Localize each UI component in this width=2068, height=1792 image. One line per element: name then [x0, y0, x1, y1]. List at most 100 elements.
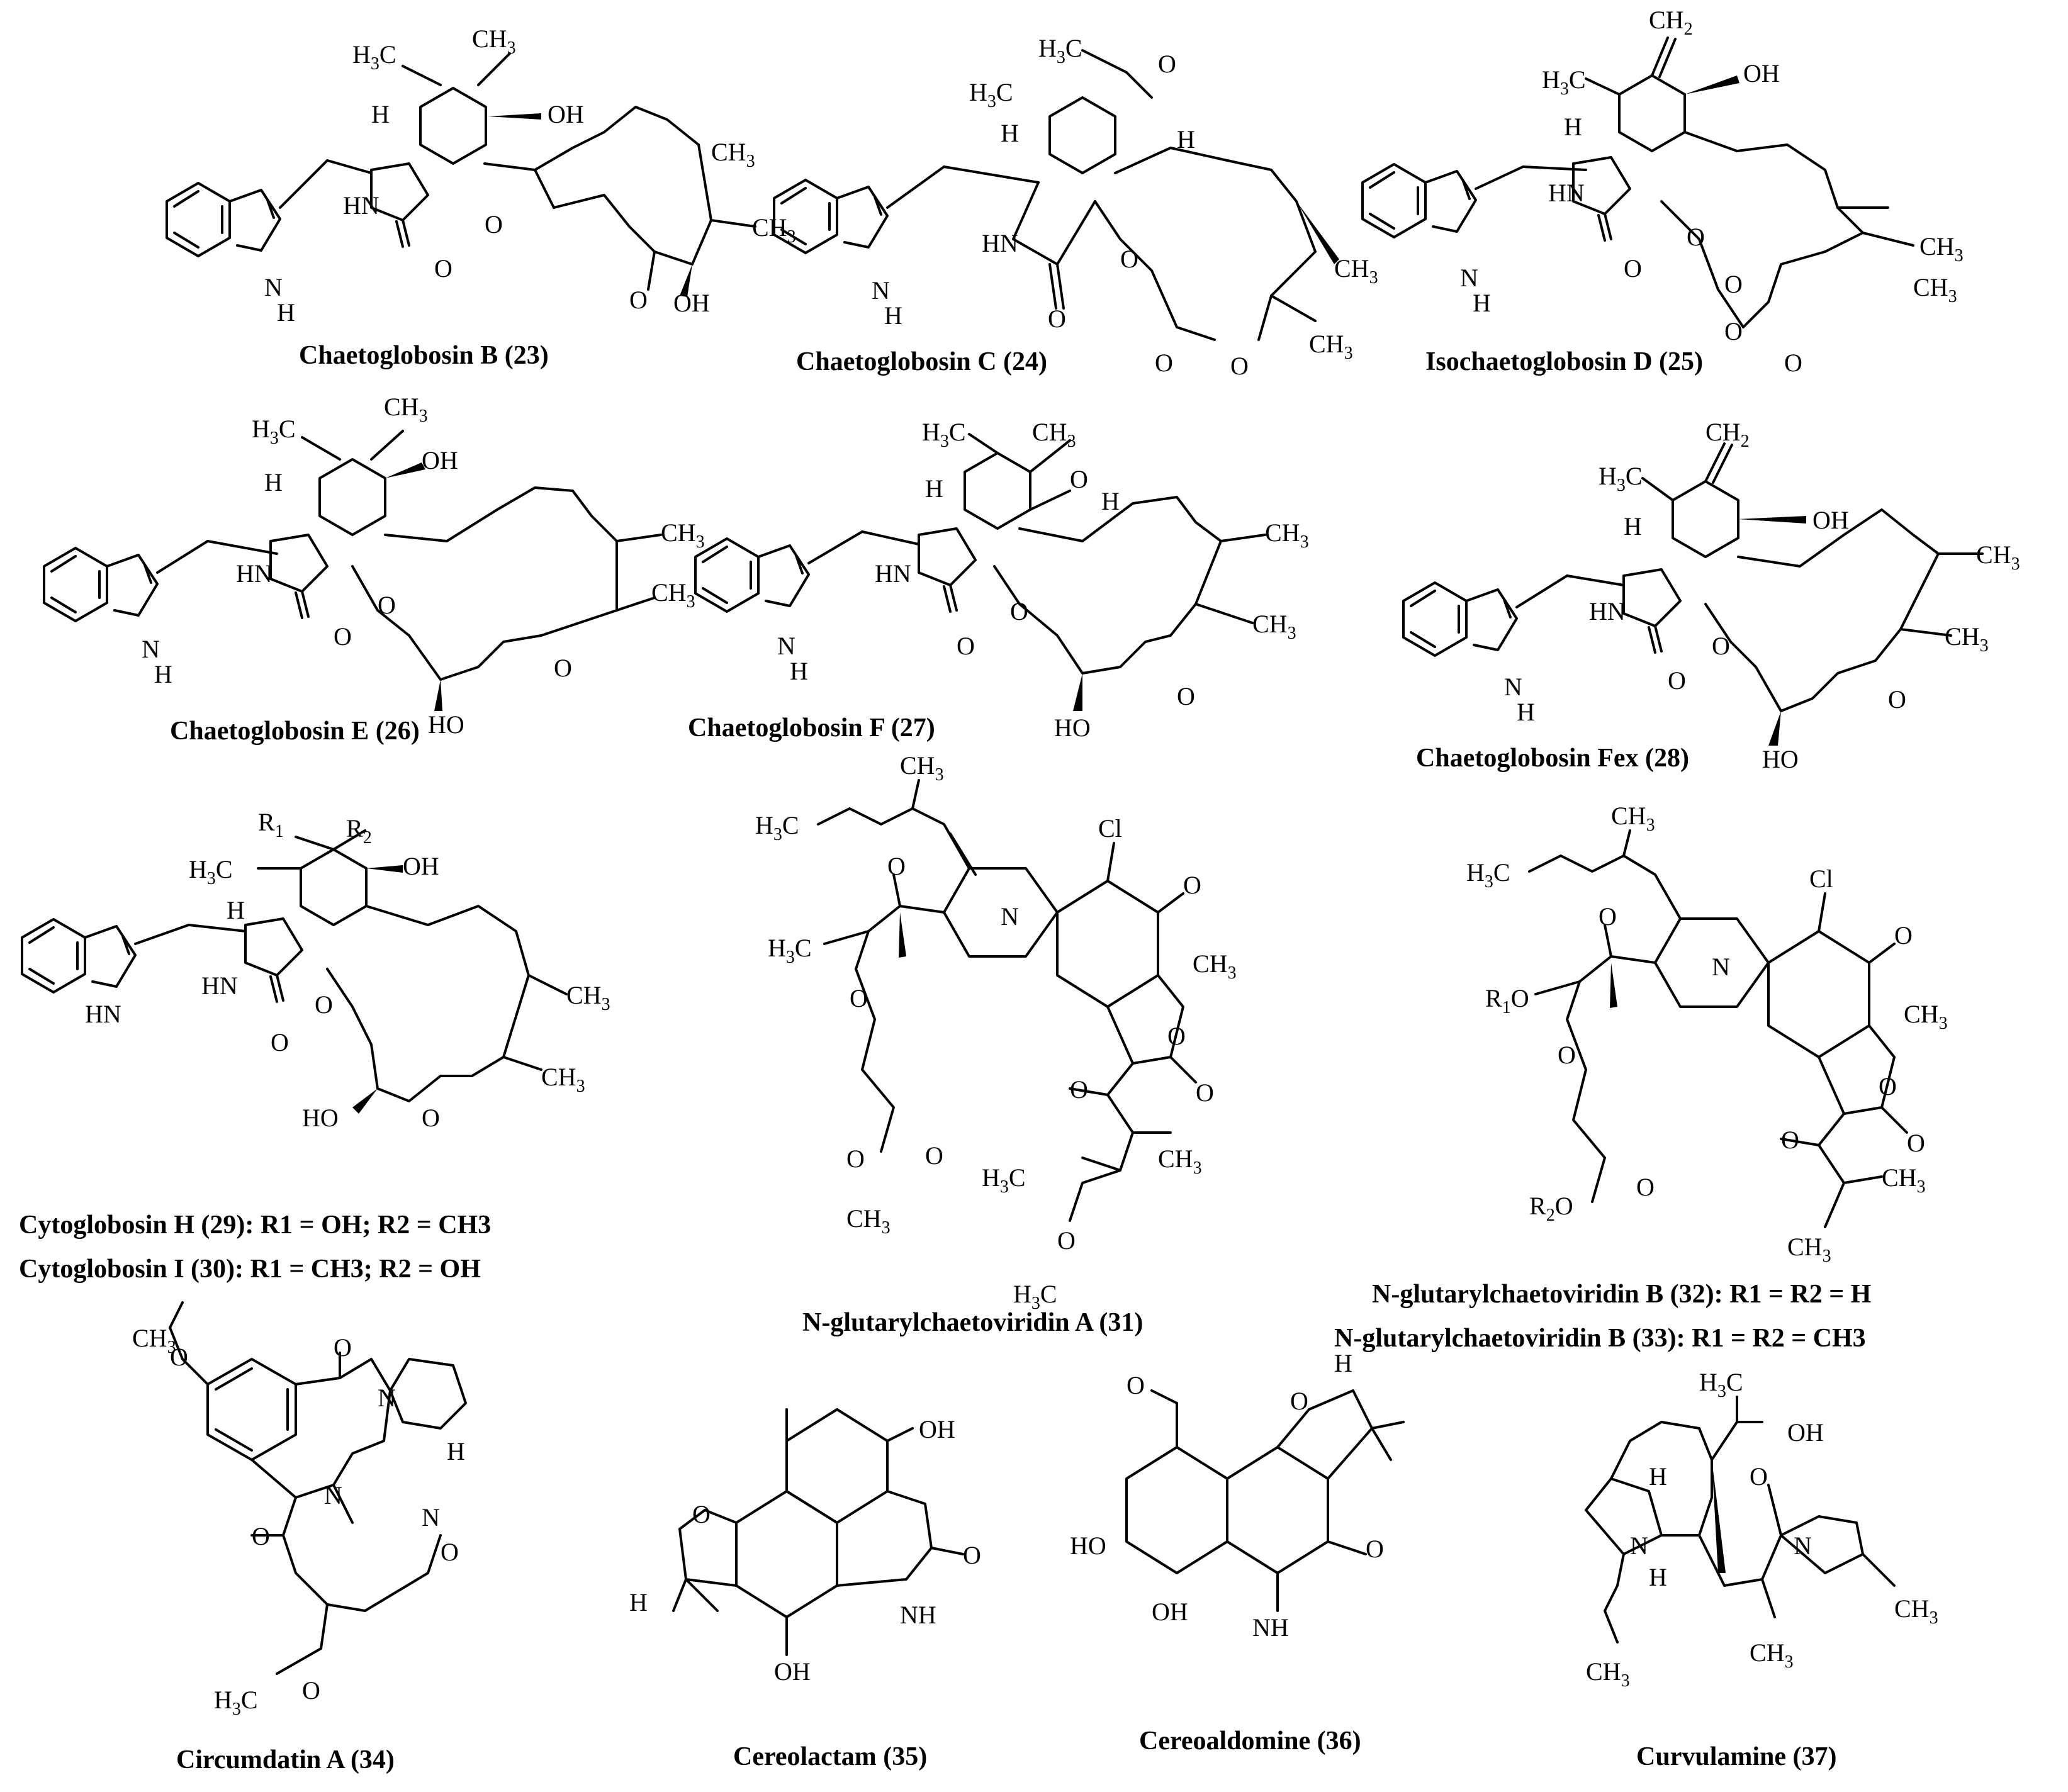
label-compound-32: N-glutarylchaetoviridin B (32): R1 = R2 … — [1372, 1280, 1871, 1309]
label-compound-23: Chaetoglobosin B (23) — [299, 341, 549, 370]
label-compound-35: Cereolactam (35) — [733, 1742, 927, 1771]
svg-text:H: H — [264, 468, 283, 496]
svg-text:R1O: R1O — [1485, 984, 1529, 1017]
svg-text:H: H — [884, 301, 902, 330]
svg-text:O: O — [846, 1145, 865, 1173]
compound-26-structure: H N H3C CH3 OH H HN O O CH3 CH3 O HO — [43, 393, 705, 739]
svg-text:N: N — [1001, 902, 1019, 931]
svg-text:O: O — [1010, 597, 1028, 625]
svg-text:N: N — [324, 1481, 342, 1509]
svg-text:OH: OH — [1152, 1598, 1188, 1626]
label-compound-28: Chaetoglobosin Fex (28) — [1416, 744, 1689, 773]
svg-text:CH3: CH3 — [661, 518, 705, 552]
svg-text:CH3: CH3 — [1904, 1000, 1948, 1033]
svg-text:H: H — [1001, 119, 1019, 147]
svg-text:CH3: CH3 — [1976, 540, 2020, 574]
svg-text:H: H — [154, 660, 172, 688]
svg-text:CH3: CH3 — [1787, 1233, 1831, 1266]
svg-text:R1: R1 — [258, 808, 284, 841]
svg-text:N: N — [378, 1384, 396, 1412]
svg-text:CH3: CH3 — [1193, 949, 1237, 983]
compound-28-structure: H N H3C CH2 OH H HN O O CH3 CH3 O HO — [1402, 418, 2020, 773]
svg-text:CH3: CH3 — [1913, 273, 1957, 306]
svg-text:H: H — [1624, 512, 1642, 540]
svg-text:H3C: H3C — [1013, 1280, 1057, 1313]
svg-text:H: H — [1101, 487, 1120, 515]
svg-text:R2O: R2O — [1529, 1192, 1573, 1225]
svg-text:CH3: CH3 — [711, 138, 755, 171]
svg-text:O: O — [1070, 1075, 1088, 1104]
svg-text:O: O — [1668, 666, 1686, 695]
svg-text:O: O — [1624, 254, 1642, 283]
svg-text:OH: OH — [673, 289, 710, 317]
svg-text:N: N — [422, 1503, 440, 1532]
svg-text:O: O — [1057, 1226, 1076, 1255]
svg-text:HN: HN — [201, 972, 238, 1000]
label-compound-29: Cytoglobosin H (29): R1 = OH; R2 = CH3 — [19, 1211, 491, 1240]
svg-text:O: O — [629, 286, 648, 314]
svg-text:H: H — [1649, 1462, 1667, 1491]
label-compound-37: Curvulamine (37) — [1636, 1742, 1837, 1771]
svg-text:H3C: H3C — [969, 78, 1013, 111]
svg-text:CH3: CH3 — [1882, 1163, 1926, 1197]
svg-text:H: H — [1649, 1563, 1667, 1591]
svg-text:CH3: CH3 — [1309, 330, 1353, 363]
svg-text:O: O — [1558, 1041, 1576, 1069]
svg-text:H3C: H3C — [214, 1686, 258, 1719]
compound-31-structure: CH3 H3C Cl O CH3 O O O N O H3C O O O CH3… — [755, 751, 1237, 1313]
svg-text:CH3: CH3 — [472, 25, 516, 58]
svg-text:O: O — [1636, 1173, 1655, 1201]
svg-text:O: O — [1784, 349, 1802, 377]
svg-text:O: O — [554, 654, 572, 682]
svg-text:H: H — [925, 474, 943, 503]
svg-text:O: O — [334, 622, 352, 651]
svg-text:N: N — [872, 276, 890, 305]
svg-text:CH3: CH3 — [1252, 610, 1296, 643]
svg-text:CH3: CH3 — [1158, 1145, 1202, 1178]
label-compound-33: N-glutarylchaetoviridin B (33): R1 = R2 … — [1334, 1324, 1866, 1353]
svg-text:CH2: CH2 — [1706, 418, 1750, 451]
svg-text:O: O — [441, 1538, 459, 1566]
svg-text:O: O — [887, 852, 906, 880]
svg-text:O: O — [850, 984, 868, 1012]
svg-text:OH: OH — [1812, 506, 1849, 534]
svg-text:O: O — [1155, 349, 1173, 377]
svg-text:H: H — [227, 896, 245, 924]
label-compound-30: Cytoglobosin I (30): R1 = CH3; R2 = OH — [19, 1255, 481, 1284]
svg-text:O: O — [302, 1676, 320, 1705]
svg-text:N: N — [1794, 1532, 1812, 1560]
svg-text:Cl: Cl — [1809, 865, 1833, 893]
svg-text:CH3: CH3 — [1334, 254, 1378, 288]
compound-24-structure: H N H3C H3C O H H HN O O CH3 CH3 O O — [773, 34, 1378, 380]
svg-text:O: O — [1687, 223, 1705, 251]
svg-text:O: O — [1230, 352, 1249, 380]
svg-text:H3C: H3C — [768, 934, 812, 967]
svg-text:O: O — [334, 1333, 352, 1362]
svg-text:O: O — [1127, 1371, 1145, 1399]
svg-text:H: H — [790, 657, 808, 685]
svg-text:O: O — [1599, 902, 1617, 931]
svg-text:CH3: CH3 — [1919, 232, 1964, 266]
svg-text:O: O — [1183, 871, 1201, 899]
svg-text:O: O — [434, 254, 452, 283]
svg-text:CH3: CH3 — [566, 981, 610, 1014]
svg-text:H3C: H3C — [755, 811, 799, 844]
svg-text:H3C: H3C — [352, 40, 396, 74]
svg-text:CH3: CH3 — [651, 578, 695, 612]
svg-text:O: O — [252, 1522, 270, 1550]
compound-29-30-structure: HN R1 R2 H3C OH H HN O O CH3 CH3 O HO — [21, 808, 610, 1132]
svg-text:N: N — [142, 635, 160, 663]
svg-text:HO: HO — [302, 1104, 339, 1132]
svg-text:HN: HN — [875, 559, 911, 588]
label-compound-26: Chaetoglobosin E (26) — [170, 717, 420, 746]
svg-text:NH: NH — [1252, 1613, 1289, 1642]
svg-text:H: H — [1177, 125, 1195, 154]
svg-text:O: O — [1070, 465, 1088, 493]
svg-text:HN: HN — [1548, 179, 1585, 207]
svg-text:O: O — [1048, 305, 1066, 333]
svg-text:O: O — [1724, 317, 1743, 345]
svg-text:H3C: H3C — [982, 1163, 1026, 1197]
svg-text:CH3: CH3 — [1894, 1594, 1938, 1628]
svg-text:Cl: Cl — [1098, 814, 1122, 843]
